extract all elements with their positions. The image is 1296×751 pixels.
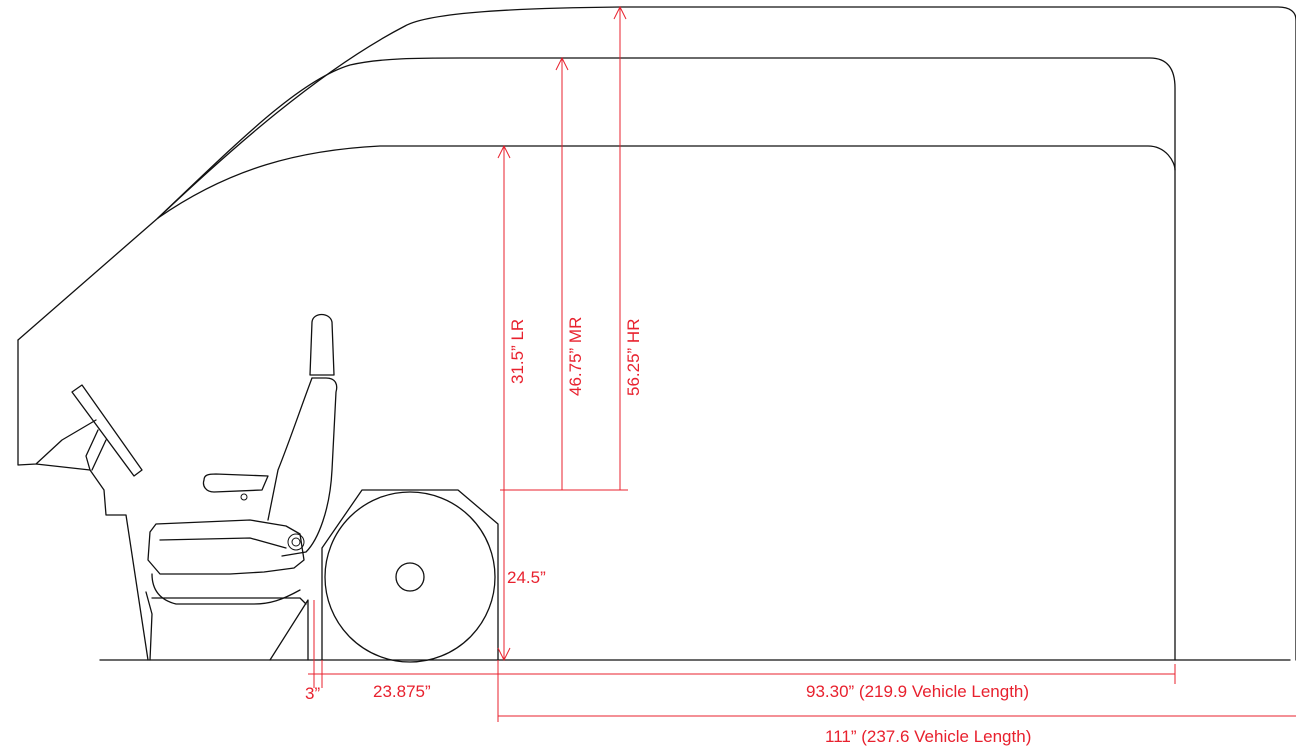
- rear-wheel: [324, 491, 496, 663]
- length-long-label: 111” (237.6 Vehicle Length): [825, 727, 1031, 746]
- dimension-lines: [308, 5, 1296, 722]
- high-roof-outline: [17, 6, 1296, 341]
- van-outline: [17, 6, 1296, 663]
- length-short-label: 93.30” (219.9 Vehicle Length): [806, 682, 1029, 701]
- high-roof-arrow-top: [613, 5, 627, 20]
- van-nose: [17, 339, 97, 466]
- driver-seat: [145, 313, 338, 661]
- medium-roof-arrow-top: [555, 56, 569, 71]
- floor-height-label: 24.5”: [507, 568, 546, 587]
- wheel-well-label: 23.875”: [373, 682, 431, 701]
- low-roof-label: 31.5” LR: [508, 319, 527, 384]
- dashboard-outline: [35, 463, 149, 661]
- dimension-labels: 31.5” LR 46.75” MR 56.25” HR 24.5” 3” 23…: [305, 317, 1031, 746]
- medium-roof-label: 46.75” MR: [566, 317, 585, 396]
- wheel-well-housing: [321, 489, 499, 661]
- steering-wheel: [71, 384, 143, 477]
- low-roof-arrow-bottom: [497, 647, 511, 662]
- low-roof-outline: [157, 145, 1176, 219]
- low-roof-arrow-top: [497, 144, 511, 159]
- medium-roof-outline: [157, 57, 1176, 661]
- high-roof-label: 56.25” HR: [624, 319, 643, 396]
- gap-label: 3”: [305, 684, 320, 703]
